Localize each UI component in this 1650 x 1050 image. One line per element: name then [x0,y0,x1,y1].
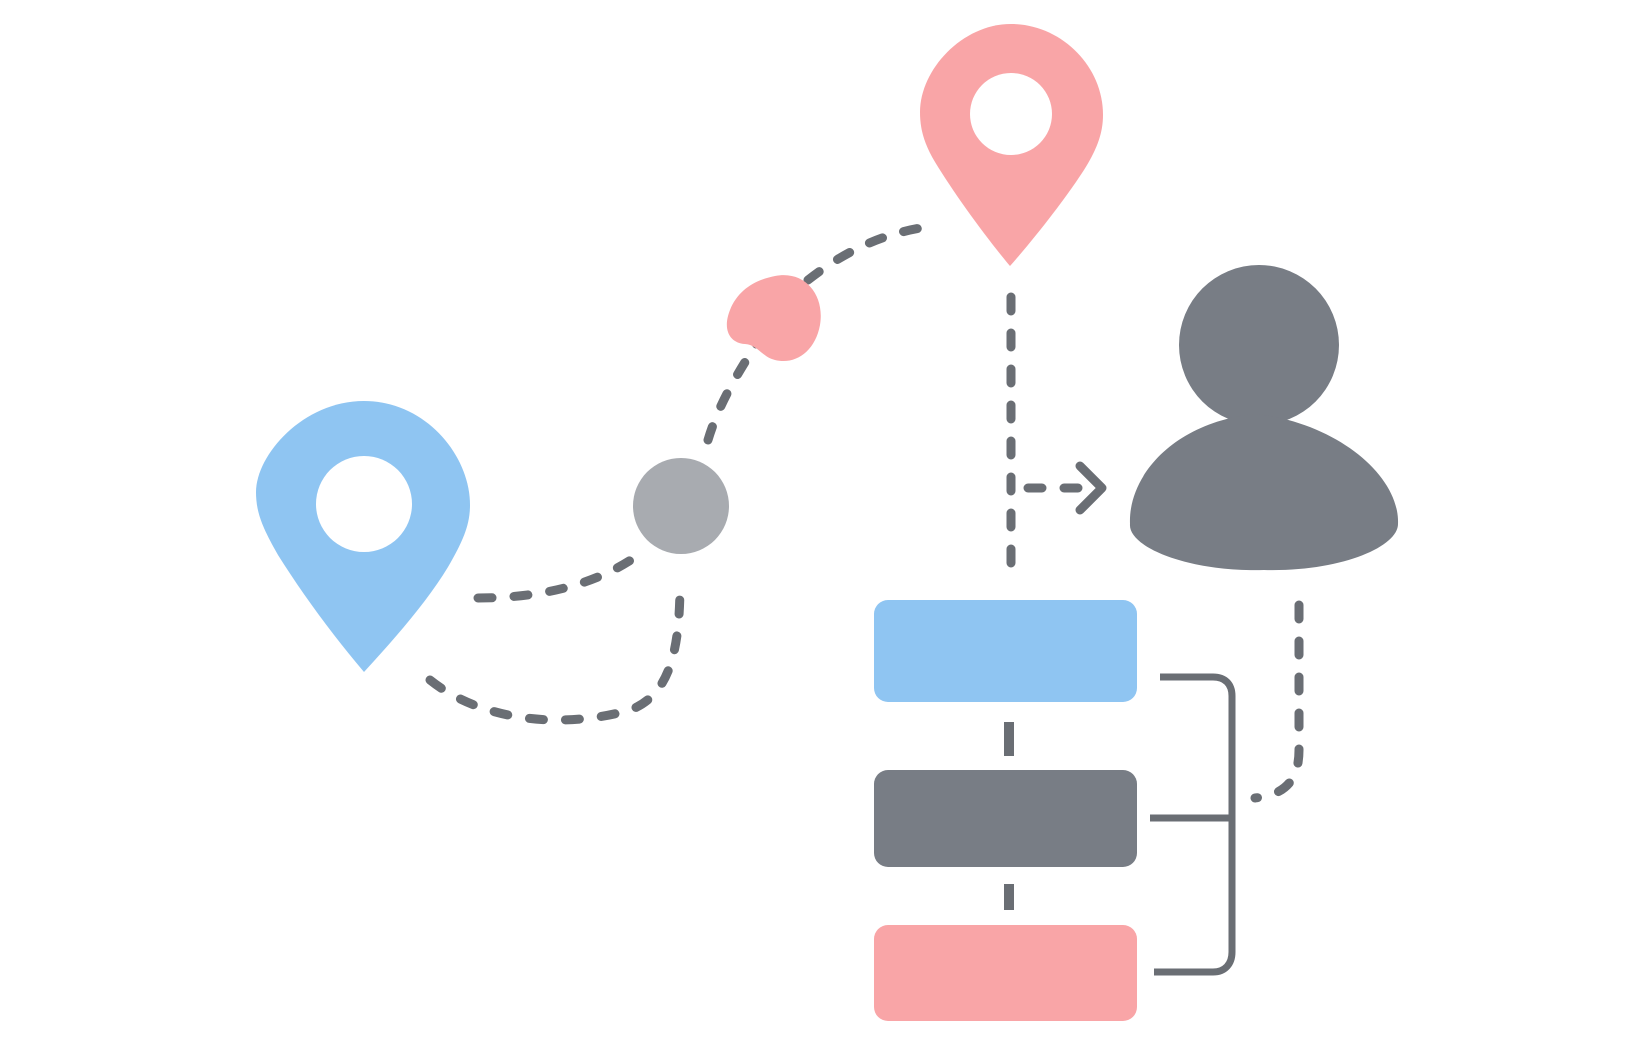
route-line-waypoint-to-pink [703,330,767,445]
stack [874,600,1137,1021]
route-line-start-to-waypoint [473,545,650,603]
stack-block-gray [874,770,1137,867]
stack-block-blue [874,600,1137,702]
stack-bracket [1150,673,1236,976]
user-body [1129,414,1399,571]
waypoint-pink [726,275,821,362]
start-pin-hole [316,456,412,552]
bracket-line [1154,673,1236,976]
stack-connector-top [1004,722,1014,756]
waypoint-gray [633,458,729,554]
destination-pin-hole [970,73,1052,155]
user-icon [1129,265,1399,571]
stack-block-pink [874,925,1137,1021]
user-head [1179,265,1339,425]
stack-connector-bottom [1004,884,1014,910]
map-pin-icon [256,401,470,672]
route-line-start-lower-loop [425,577,685,725]
route-line-user-down [1250,600,1304,803]
route-line-pink-to-destination [803,221,940,285]
map-pin-icon [920,24,1103,266]
arrow-right-icon [1075,461,1107,515]
